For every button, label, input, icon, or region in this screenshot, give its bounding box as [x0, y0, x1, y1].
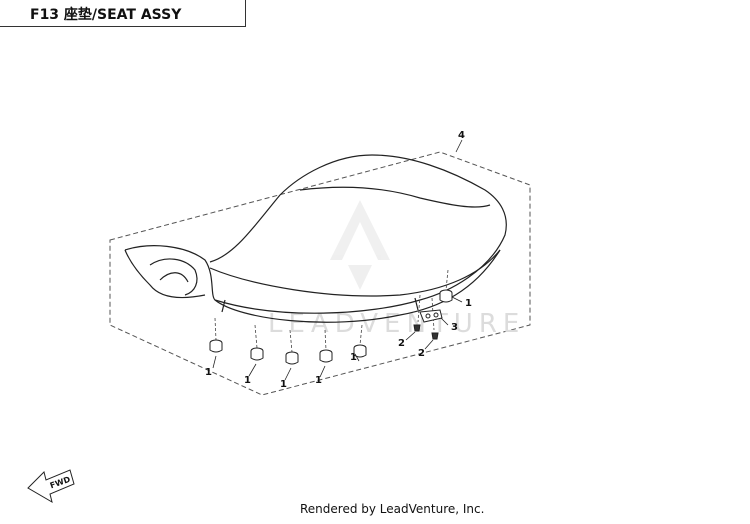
fwd-arrow-icon: FWD [27, 469, 75, 504]
assembly-boundary [109, 151, 531, 396]
callout-part-1: 1 [350, 352, 357, 363]
damper-part-1f [439, 289, 453, 303]
callout-part-2: 2 [398, 338, 405, 349]
seat-body [124, 154, 507, 323]
watermark-text: LEADVENTURE [268, 309, 525, 339]
callout-part-1: 1 [280, 379, 287, 390]
callout-part-2: 2 [418, 348, 425, 359]
callout-part-1: 1 [205, 367, 212, 378]
damper-part-1a [209, 339, 223, 353]
damper-part-1d [319, 349, 333, 363]
callout-part-4: 4 [458, 130, 465, 141]
damper-parts [209, 289, 453, 365]
diagram-title: F13 座垫/SEAT ASSY [30, 7, 182, 23]
callout-part-1: 1 [244, 375, 251, 386]
callout-part-1: 1 [465, 298, 472, 309]
leader-lines [214, 269, 449, 353]
callout-part-3: 3 [451, 322, 458, 333]
bolt-parts [413, 324, 439, 340]
damper-part-1b [250, 347, 264, 361]
title-box: F13 座垫/SEAT ASSY [0, 0, 246, 27]
callout-part-1: 1 [315, 375, 322, 386]
damper-part-1e [353, 344, 367, 358]
watermark-logo [330, 200, 390, 290]
footer-credit: Rendered by LeadVenture, Inc. [300, 502, 485, 516]
callout-pointers [212, 139, 463, 381]
bolt-part-2b [431, 332, 439, 340]
damper-part-1c [285, 351, 299, 365]
bolt-part-2a [413, 324, 421, 332]
latch-bracket [419, 309, 443, 323]
